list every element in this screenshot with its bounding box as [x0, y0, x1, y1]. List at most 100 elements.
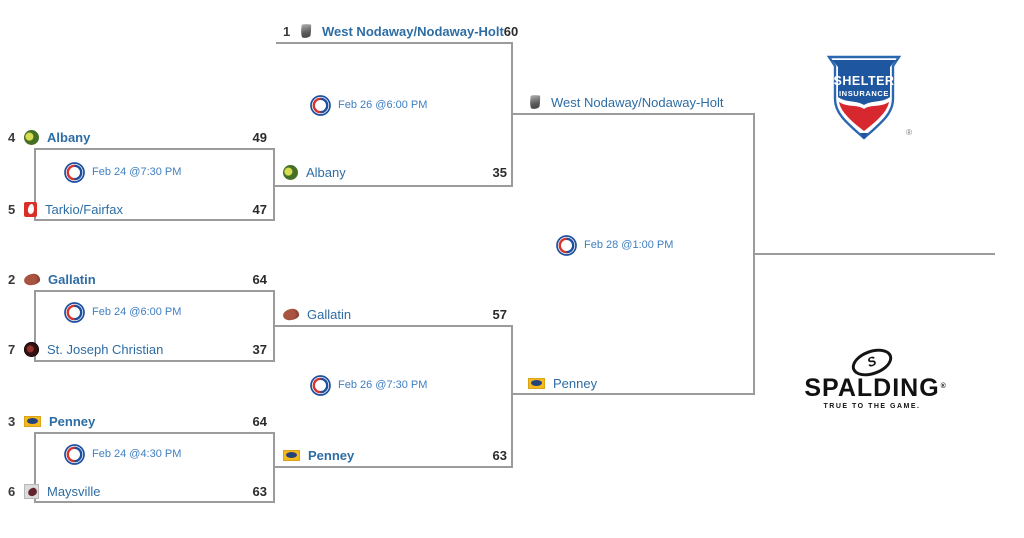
team-row: 4 Albany 49	[8, 129, 267, 145]
shelter-word: SHELTER	[834, 74, 895, 88]
st-joseph-christian-logo-icon	[24, 341, 39, 357]
seed-number: 6	[8, 483, 16, 499]
bracket-line	[275, 185, 513, 187]
team-row: 7 St. Joseph Christian 37	[8, 341, 267, 357]
shelter-insurance-logo[interactable]: SHELTER INSURANCE ®	[826, 55, 912, 141]
team-link-st-joseph-christian[interactable]: St. Joseph Christian	[47, 341, 164, 357]
registered-mark: ®	[940, 383, 947, 390]
game-date-link[interactable]: Feb 26 @7:30 PM	[338, 379, 428, 391]
team-link-maysville[interactable]: Maysville	[47, 483, 101, 499]
game-date-row: Feb 24 @6:00 PM	[64, 301, 181, 323]
seed-number: 7	[8, 341, 16, 357]
bracket-line	[276, 42, 513, 44]
albany-logo-icon	[24, 129, 39, 145]
insurance-word: INSURANCE	[839, 89, 889, 98]
bracket-line	[511, 325, 513, 468]
tarkio-fairfax-logo-icon	[24, 201, 37, 217]
team-score: 49	[252, 129, 267, 145]
team-link-gallatin[interactable]: Gallatin	[48, 271, 96, 287]
gallatin-logo-icon	[23, 272, 41, 287]
mshsaa-tv-icon[interactable]	[64, 301, 85, 323]
team-score: 60	[503, 23, 519, 39]
team-score: 47	[252, 201, 267, 217]
game-date-row: Feb 26 @6:00 PM	[310, 94, 427, 116]
registered-mark: ®	[906, 128, 912, 137]
shelter-shield-icon: SHELTER INSURANCE	[826, 55, 902, 140]
team-row: 2 Gallatin 64	[8, 271, 267, 287]
bracket-line	[273, 432, 275, 503]
west-nodaway-logo-icon	[300, 23, 312, 39]
team-link-penney[interactable]: Penney	[553, 375, 598, 391]
team-row: Penney	[528, 375, 748, 391]
game-date-link[interactable]: Feb 26 @6:00 PM	[338, 99, 428, 111]
team-link-west-nodaway[interactable]: West Nodaway/Nodaway-Holt	[551, 94, 724, 110]
team-link-albany[interactable]: Albany	[306, 164, 346, 180]
team-score: 64	[252, 413, 267, 429]
west-nodaway-logo-icon	[529, 94, 541, 110]
game-date-link[interactable]: Feb 28 @1:00 PM	[584, 239, 674, 251]
spalding-logo[interactable]: S SPALDING® TRUE TO THE GAME.	[797, 343, 947, 410]
team-row: Albany 35	[283, 164, 507, 180]
seed-number: 1	[283, 23, 291, 39]
team-score: 37	[252, 341, 267, 357]
maysville-logo-icon	[24, 483, 39, 499]
mshsaa-tv-icon[interactable]	[310, 94, 331, 116]
team-row: 5 Tarkio/Fairfax 47	[8, 201, 267, 217]
team-score: 63	[252, 483, 267, 499]
mshsaa-tv-icon[interactable]	[310, 374, 331, 396]
team-row: Gallatin 57	[282, 306, 507, 322]
mshsaa-tv-icon[interactable]	[64, 443, 85, 465]
bracket-line	[511, 113, 755, 115]
game-date-link[interactable]: Feb 24 @4:30 PM	[92, 448, 182, 460]
bracket-line	[34, 290, 275, 292]
team-row: 3 Penney 64	[8, 413, 267, 429]
game-date-row: Feb 24 @4:30 PM	[64, 443, 181, 465]
bracket-line	[34, 432, 36, 503]
bracket-line	[34, 219, 275, 221]
team-score: 64	[252, 271, 267, 287]
albany-logo-icon	[283, 164, 298, 180]
bracket-line	[273, 148, 275, 221]
spalding-s: S	[865, 353, 879, 371]
penney-logo-icon	[528, 377, 545, 389]
game-date-row: Feb 26 @7:30 PM	[310, 374, 427, 396]
team-link-albany[interactable]: Albany	[47, 129, 91, 145]
seed-number: 2	[8, 271, 16, 287]
team-row: West Nodaway/Nodaway-Holt	[528, 94, 748, 110]
penney-logo-icon	[24, 415, 41, 427]
team-score: 57	[492, 306, 507, 322]
bracket-line	[34, 432, 275, 434]
team-row: 1 West Nodaway/Nodaway-Holt 60	[283, 23, 518, 39]
bracket-line	[34, 148, 36, 221]
bracket-line	[34, 501, 275, 503]
game-date-row: Feb 28 @1:00 PM	[556, 234, 673, 256]
game-date-row: Feb 24 @7:30 PM	[64, 161, 181, 183]
team-link-west-nodaway[interactable]: West Nodaway/Nodaway-Holt	[322, 23, 504, 39]
bracket-line	[34, 148, 275, 150]
mshsaa-tv-icon[interactable]	[64, 161, 85, 183]
team-score: 35	[492, 164, 507, 180]
bracket-line	[273, 290, 275, 362]
spalding-name-text: SPALDING	[804, 374, 940, 402]
team-link-tarkio-fairfax[interactable]: Tarkio/Fairfax	[45, 201, 124, 217]
bracket-line	[275, 325, 513, 327]
game-date-link[interactable]: Feb 24 @7:30 PM	[92, 166, 182, 178]
team-row: Penney 63	[283, 447, 507, 463]
bracket-line	[34, 360, 275, 362]
team-score: 63	[492, 447, 507, 463]
mshsaa-tv-icon[interactable]	[556, 234, 577, 256]
team-link-gallatin[interactable]: Gallatin	[307, 306, 352, 322]
bracket-line	[34, 290, 36, 362]
gallatin-logo-icon	[282, 307, 300, 322]
game-date-link[interactable]: Feb 24 @6:00 PM	[92, 306, 182, 318]
bracket-line	[275, 466, 513, 468]
team-link-penney[interactable]: Penney	[49, 413, 96, 429]
penney-logo-icon	[283, 449, 300, 461]
team-link-penney[interactable]: Penney	[308, 447, 355, 463]
bracket-line	[753, 253, 995, 255]
team-row: 6 Maysville 63	[8, 483, 267, 499]
seed-number: 4	[8, 129, 16, 145]
spalding-wordmark: SPALDING®	[797, 375, 947, 401]
bracket-line	[511, 393, 755, 395]
